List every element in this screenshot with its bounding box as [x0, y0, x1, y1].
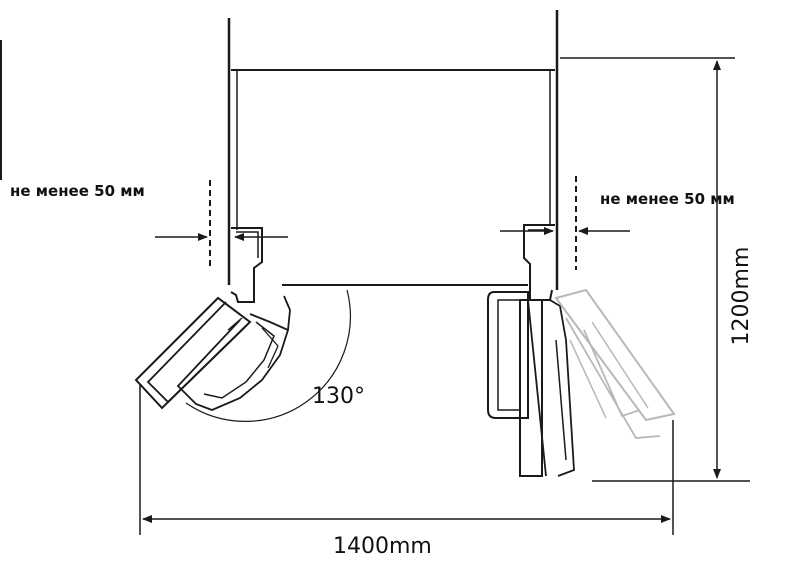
left-door-open [134, 295, 291, 411]
right-door-ghost [554, 288, 676, 439]
clearance-label-right: не менее 50 мм [600, 190, 735, 208]
clearance-label-left: не менее 50 мм [10, 182, 145, 200]
depth-label: 1200mm [729, 247, 754, 346]
angle-arc [185, 289, 351, 422]
angle-label: 130° [312, 384, 365, 409]
width-label: 1400mm [333, 534, 432, 559]
fridge-body [231, 69, 555, 286]
right-hinge [523, 224, 555, 301]
right-door-open [487, 291, 575, 477]
left-hinge [230, 227, 263, 303]
